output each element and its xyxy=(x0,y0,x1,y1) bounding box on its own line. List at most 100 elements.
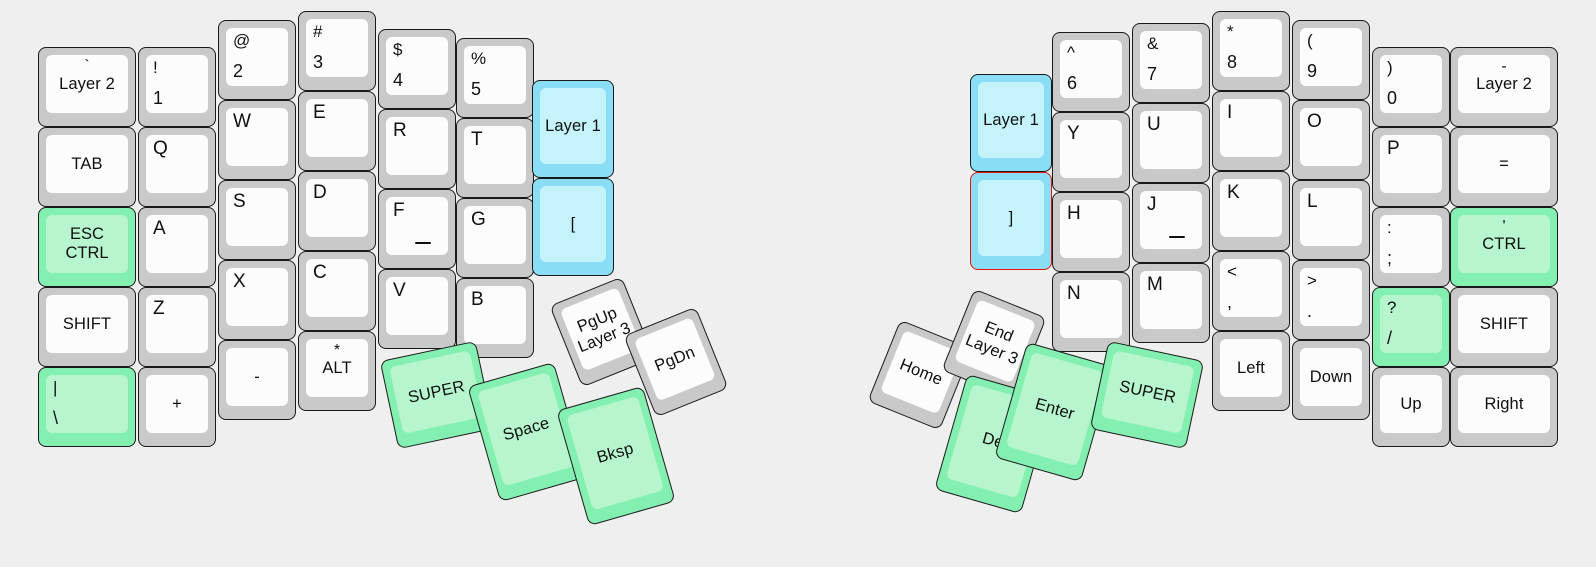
key-l-c5-r4[interactable]: V xyxy=(378,269,456,349)
key-r-t-super[interactable]: SUPER xyxy=(1089,340,1205,450)
key-l-c5-r1[interactable]: $4 xyxy=(378,29,456,109)
key-r-c7-r5[interactable]: Right xyxy=(1450,367,1558,447)
keycap-surface: D xyxy=(306,179,368,237)
key-r-c4-r2[interactable]: I xyxy=(1212,91,1290,171)
key-r-c7-r4[interactable]: SHIFT xyxy=(1450,287,1558,367)
keycap-surface: Bksp xyxy=(566,395,665,511)
key-legend-lower: 6 xyxy=(1067,73,1078,93)
key-legend-upper: @ xyxy=(233,31,251,50)
key-l-c4-r5[interactable]: *ALT xyxy=(298,331,376,411)
keycap-surface: = xyxy=(1458,135,1550,193)
key-l-c3-r3[interactable]: S xyxy=(218,180,296,260)
key-r-c3-r4[interactable]: M xyxy=(1132,263,1210,343)
key-l-c1-r1[interactable]: `Layer 2 xyxy=(38,47,136,127)
key-l-c2-r5[interactable]: + xyxy=(138,367,216,447)
key-l-c4-r4[interactable]: C xyxy=(298,251,376,331)
key-r-c7-r3[interactable]: 'CTRL xyxy=(1450,207,1558,287)
key-l-c4-r1[interactable]: #3 xyxy=(298,11,376,91)
keycap-surface: Layer 1 xyxy=(978,82,1044,158)
key-legend-lower: 0 xyxy=(1387,88,1398,108)
key-l-c6-r3[interactable]: G xyxy=(456,198,534,278)
key-r-c6-r2[interactable]: P xyxy=(1372,127,1450,207)
key-legend: Home xyxy=(897,355,946,389)
key-legend: O xyxy=(1307,111,1322,132)
key-legend-lower: . xyxy=(1307,301,1313,321)
key-l-c3-r5[interactable]: - xyxy=(218,340,296,420)
key-r-c3-r3[interactable]: J xyxy=(1132,183,1210,263)
key-l-c2-r2[interactable]: Q xyxy=(138,127,216,207)
key-r-c1-r2[interactable]: ] xyxy=(970,172,1052,270)
key-l-c6-r2[interactable]: T xyxy=(456,118,534,198)
key-r-c2-r1[interactable]: ^6 xyxy=(1052,32,1130,112)
key-l-c6-r1[interactable]: %5 xyxy=(456,38,534,118)
key-l-c3-r4[interactable]: X xyxy=(218,260,296,340)
keycap-surface: SHIFT xyxy=(1458,295,1550,353)
key-r-c4-r4[interactable]: <, xyxy=(1212,251,1290,331)
keycap-surface: %5 xyxy=(464,46,526,104)
key-l-c2-r1[interactable]: !1 xyxy=(138,47,216,127)
key-l-c3-r2[interactable]: W xyxy=(218,100,296,180)
keycap-surface: L xyxy=(1300,188,1362,246)
key-r-c6-r5[interactable]: Up xyxy=(1372,367,1450,447)
key-l-c1-r4[interactable]: SHIFT xyxy=(38,287,136,367)
key-l-c1-r2[interactable]: TAB xyxy=(38,127,136,207)
key-r-c4-r5[interactable]: Left xyxy=(1212,331,1290,411)
key-l-c4-r2[interactable]: E xyxy=(298,91,376,171)
keycap-surface: Enter xyxy=(1005,351,1104,467)
key-legend: Enter xyxy=(1033,394,1077,424)
key-r-c5-r3[interactable]: L xyxy=(1292,180,1370,260)
key-r-c5-r1[interactable]: (9 xyxy=(1292,20,1370,100)
key-r-c7-r1[interactable]: -Layer 2 xyxy=(1450,47,1558,127)
key-r-c4-r3[interactable]: K xyxy=(1212,171,1290,251)
key-legend-lower: ; xyxy=(1387,248,1393,268)
key-l-c3-r1[interactable]: @2 xyxy=(218,20,296,100)
keycap-surface: ^6 xyxy=(1060,40,1122,98)
key-r-c6-r4[interactable]: ?/ xyxy=(1372,287,1450,367)
keycap-surface: P xyxy=(1380,135,1442,193)
keycap-surface: *8 xyxy=(1220,19,1282,77)
key-legend-upper: ESC xyxy=(70,224,104,243)
key-l-c2-r3[interactable]: A xyxy=(138,207,216,287)
key-legend-upper: < xyxy=(1227,262,1237,281)
keycap-surface: B xyxy=(464,286,526,344)
key-legend: = xyxy=(1499,154,1509,173)
keycap-surface: !1 xyxy=(146,55,208,113)
key-l-c7-r1[interactable]: Layer 1 xyxy=(532,80,614,178)
key-r-c1-r1[interactable]: Layer 1 xyxy=(970,74,1052,172)
key-legend: SUPER xyxy=(1117,377,1178,407)
keycap-surface: U xyxy=(1140,111,1202,169)
key-r-c6-r3[interactable]: :; xyxy=(1372,207,1450,287)
keycap-surface: Down xyxy=(1300,348,1362,406)
key-r-c7-r2[interactable]: = xyxy=(1450,127,1558,207)
key-l-c4-r3[interactable]: D xyxy=(298,171,376,251)
key-l-c2-r4[interactable]: Z xyxy=(138,287,216,367)
key-r-c2-r3[interactable]: H xyxy=(1052,192,1130,272)
key-r-c6-r1[interactable]: )0 xyxy=(1372,47,1450,127)
key-r-c2-r4[interactable]: N xyxy=(1052,272,1130,352)
key-l-c1-r5[interactable]: |\ xyxy=(38,367,136,447)
key-l-c5-r2[interactable]: R xyxy=(378,109,456,189)
key-legend-upper: ^ xyxy=(1067,43,1075,62)
key-r-c2-r2[interactable]: Y xyxy=(1052,112,1130,192)
key-r-c5-r4[interactable]: >. xyxy=(1292,260,1370,340)
key-r-c4-r1[interactable]: *8 xyxy=(1212,11,1290,91)
key-legend: Layer 1 xyxy=(983,110,1039,129)
key-legend-upper: % xyxy=(471,49,487,68)
key-legend-upper: ? xyxy=(1387,298,1397,317)
key-legend-lower: ALT xyxy=(322,358,352,377)
key-r-c3-r1[interactable]: &7 xyxy=(1132,23,1210,103)
keycap-surface: @2 xyxy=(226,28,288,86)
key-l-c5-r3[interactable]: F xyxy=(378,189,456,269)
key-r-c5-r5[interactable]: Down xyxy=(1292,340,1370,420)
keycap-surface: $4 xyxy=(386,37,448,95)
key-legend: Layer 1 xyxy=(545,116,601,135)
key-legend-upper: & xyxy=(1147,34,1159,53)
key-r-c5-r2[interactable]: O xyxy=(1292,100,1370,180)
keycap-surface: F xyxy=(386,197,448,255)
key-legend: N xyxy=(1067,283,1081,304)
key-r-c3-r2[interactable]: U xyxy=(1132,103,1210,183)
key-legend-upper: * xyxy=(1227,22,1234,41)
key-l-c7-r2[interactable]: [ xyxy=(532,178,614,276)
key-legend-lower: Layer 2 xyxy=(59,74,115,93)
